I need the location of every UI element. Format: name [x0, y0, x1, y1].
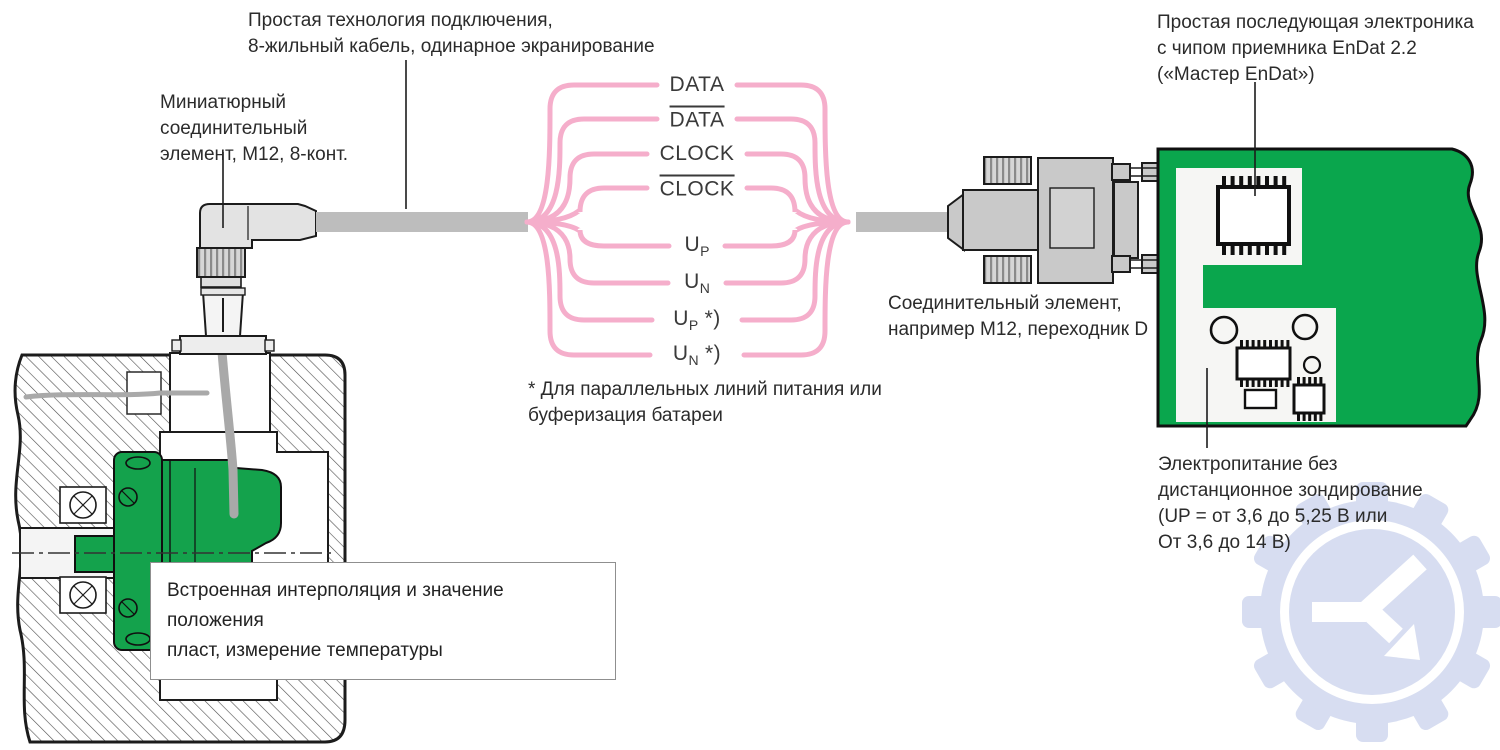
signal-wire-5: [524, 219, 671, 286]
internal-wire-horizontal: [23, 390, 210, 400]
m12-connector-assembly: [171, 203, 317, 355]
label-cable-top-line1: Простая технология подключения,: [248, 10, 553, 31]
thumbscrew-top: [983, 156, 1032, 185]
label-electronics-line2: с чипом приемника EnDat 2.2: [1157, 38, 1417, 59]
signal-wire-6: [524, 219, 655, 323]
k-arrow-symbol: [1312, 554, 1427, 660]
interpolation-note-line2: пласт, измерение температуры: [167, 640, 443, 661]
signal-wires: [524, 82, 851, 358]
signal-wire-6: [739, 219, 851, 323]
signal-wire-3: [524, 185, 650, 225]
socket-flange: [179, 335, 267, 355]
label-connector-right-line1: Соединительный элемент,: [888, 293, 1122, 314]
pcb-board: [1156, 147, 1487, 428]
signal-wire-2: [524, 151, 650, 225]
interpolation-note-line1: Встроенная интерполяция и значение полож…: [167, 580, 504, 631]
label-cable-top-line2: 8-жильный кабель, одинарное экранировани…: [248, 36, 655, 57]
signal-wire-7: [524, 219, 653, 358]
pcb-components: [1209, 313, 1326, 421]
signal-wire-3: [744, 185, 851, 225]
label-connector-left-line2: соединительный: [160, 118, 308, 139]
signal-wire-5: [723, 219, 851, 286]
signal-wire-1: [524, 116, 660, 225]
label-connector-right: Соединительный элемент, например M12, пе…: [888, 291, 1148, 343]
label-power: Электропитание без дистанционное зондиро…: [1158, 452, 1423, 556]
dsub-connector: [947, 156, 1159, 284]
cable-boot: [947, 192, 965, 252]
m12-plug-knurled-ring: [196, 247, 246, 278]
bearing-upper: [59, 486, 107, 524]
label-connector-left-line3: элемент, M12, 8-конт.: [160, 144, 349, 165]
motor-housing-cross-section: [12, 347, 347, 744]
gear-k-logo-watermark: [1242, 482, 1500, 742]
panel-mount: [1111, 162, 1159, 274]
label-electronics: Простая последующая электроника с чипом …: [1157, 10, 1474, 88]
cable-left: [316, 212, 528, 232]
label-power-line4: От 3,6 до 14 В): [1158, 532, 1291, 553]
internal-cable: [217, 347, 239, 519]
signal-wire-4: [722, 219, 851, 249]
label-power-line1: Электропитание без: [1158, 454, 1338, 475]
signal-wire-7: [741, 219, 851, 358]
label-electronics-line3: («Мастер EnDat»): [1157, 64, 1315, 85]
label-cable-top: Простая технология подключения, 8-жильны…: [248, 8, 655, 60]
bearing-lower: [59, 576, 107, 614]
label-footnote-line2: буферизация батареи: [528, 405, 723, 426]
signal-wire-1: [734, 116, 851, 225]
signal-wire-0: [524, 82, 660, 225]
label-electronics-line1: Простая последующая электроника: [1157, 12, 1474, 33]
cable-right: [856, 212, 950, 232]
interpolation-note-box: Встроенная интерполяция и значение полож…: [150, 562, 616, 680]
signal-wire-0: [734, 82, 851, 225]
label-power-line3: (UP = от 3,6 до 5,25 В или: [1158, 506, 1388, 527]
dsub-screen: [1049, 187, 1095, 249]
label-connector-right-line2: например M12, переходник D: [888, 319, 1149, 340]
signal-wire-4: [524, 219, 672, 249]
thumbscrew-bottom: [983, 255, 1032, 284]
label-footnote: * Для параллельных линий питания или буф…: [528, 377, 882, 429]
m12-plug-collar: [200, 276, 242, 288]
label-connector-left: Миниатюрный соединительный элемент, M12,…: [160, 90, 348, 168]
label-connector-left-line1: Миниатюрный: [160, 92, 286, 113]
signal-wire-2: [744, 151, 851, 225]
m12-plug-elbow: [199, 203, 317, 249]
label-power-line2: дистанционное зондирование: [1158, 480, 1423, 501]
dsub-front-shell: [962, 189, 1040, 251]
label-footnote-line1: * Для параллельных линий питания или: [528, 379, 882, 400]
endat-receiver-chip: [1216, 176, 1291, 255]
